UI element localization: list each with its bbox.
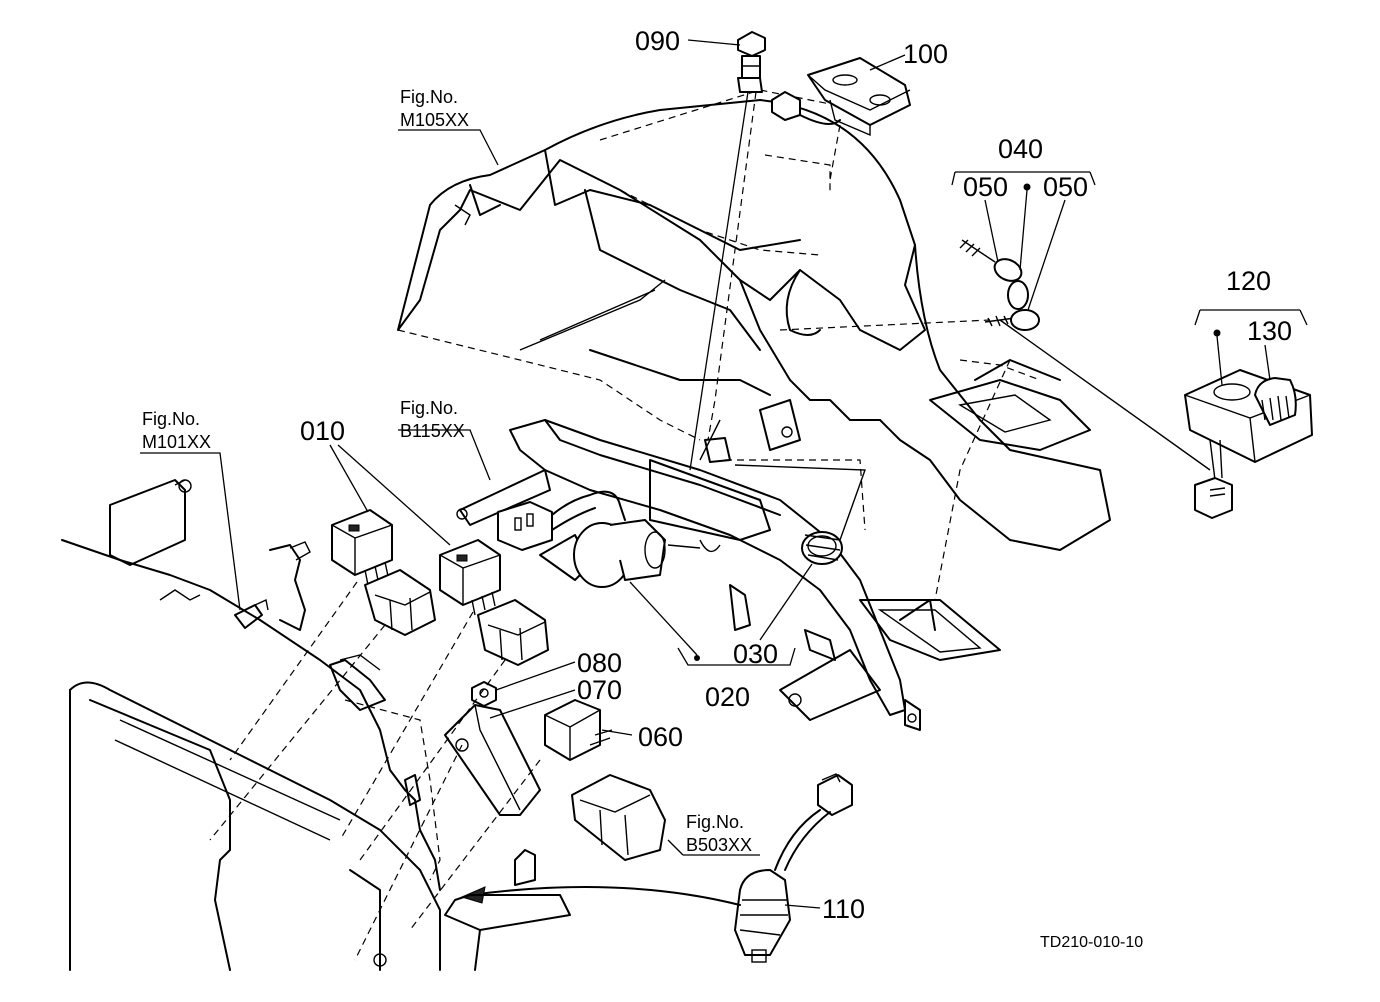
callout-130: 130 — [1247, 316, 1292, 346]
wiring-harness-left — [61, 479, 441, 891]
fig-ref-b503-line2: B503XX — [686, 835, 752, 855]
fig-ref-m105-line1: Fig.No. — [400, 87, 458, 107]
nut-080 — [471, 681, 497, 707]
mounting-frame-bracket — [456, 419, 1001, 731]
callout-100: 100 — [903, 39, 948, 69]
fig-ref-m101-line1: Fig.No. — [142, 409, 200, 429]
callout-030: 030 — [733, 639, 778, 669]
lighter-assembly-020 — [497, 490, 843, 588]
callout-070: 070 — [577, 675, 622, 705]
fig-ref-b115-line1: Fig.No. — [400, 398, 458, 418]
relay-010-right — [439, 539, 549, 666]
callout-060: 060 — [638, 722, 683, 752]
callout-080: 080 — [577, 648, 622, 678]
callout-labels: 090 100 040 050 050 120 130 010 080 070 … — [300, 26, 1292, 924]
relay-010-left — [331, 509, 436, 636]
dash-cover-panel — [397, 89, 926, 451]
drawing-code: TD210-010-10 — [1040, 934, 1143, 951]
callout-090: 090 — [635, 26, 680, 56]
callout-110: 110 — [822, 894, 865, 924]
switch-090 — [737, 31, 766, 93]
install-arrow — [444, 849, 741, 971]
callout-040: 040 — [998, 134, 1043, 164]
flasher-unit-070 — [444, 704, 541, 816]
rotary-switch-120 — [1184, 369, 1313, 519]
relay-060 — [544, 699, 666, 861]
lower-front-panel — [69, 681, 441, 971]
figure-references: Fig.No. M105XX Fig.No. M101XX Fig.No. B1… — [142, 87, 752, 855]
fig-ref-b503-line1: Fig.No. — [686, 812, 744, 832]
callout-050-left: 050 — [963, 172, 1008, 202]
fig-ref-m105-line2: M105XX — [400, 110, 469, 130]
callout-020: 020 — [705, 682, 750, 712]
fig-ref-m101-line2: M101XX — [142, 432, 211, 452]
sensor-110 — [734, 773, 853, 963]
right-console-housing — [879, 244, 1111, 551]
callout-010: 010 — [300, 416, 345, 446]
leader-lines — [140, 39, 1308, 961]
key-set-040 — [959, 239, 1040, 331]
callout-050-right: 050 — [1043, 172, 1088, 202]
callout-120: 120 — [1226, 266, 1271, 296]
fig-ref-b115-line2: B115XX — [400, 421, 465, 441]
switch-100 — [771, 57, 911, 137]
